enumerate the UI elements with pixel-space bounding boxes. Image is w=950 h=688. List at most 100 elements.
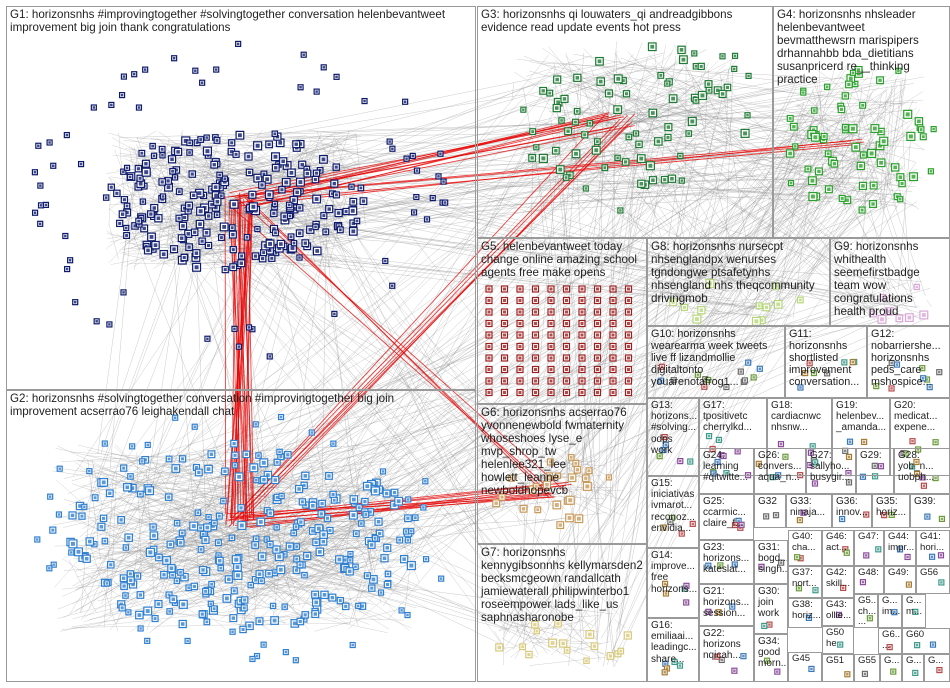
node-icon (257, 572, 262, 576)
edge (610, 82, 725, 112)
node-icon (314, 600, 318, 605)
bridge-edge (225, 204, 251, 525)
node-icon (706, 82, 711, 86)
node-icon (141, 200, 145, 203)
node-icon (214, 68, 218, 71)
node-icon (518, 287, 522, 291)
node-icon (911, 174, 916, 179)
node-icon (897, 69, 900, 73)
edge (240, 163, 585, 498)
node-icon (521, 645, 525, 649)
group-box-g26: G26: convers... aqua_n... (754, 448, 806, 494)
node-icon (240, 254, 244, 258)
node-icon (392, 490, 397, 495)
node-icon (671, 96, 675, 101)
edge (261, 180, 918, 308)
node-icon (904, 452, 907, 455)
node-icon (660, 365, 664, 369)
node-icon (598, 79, 603, 84)
node-icon (262, 251, 266, 255)
edge (893, 108, 921, 153)
edge (793, 67, 847, 156)
node-icon (200, 81, 204, 84)
edge (497, 488, 622, 491)
node-icon (119, 518, 123, 522)
node-icon (568, 498, 573, 503)
node-icon (580, 368, 584, 371)
group-label-g8: G8: horizonsnhs nursecpt nhsenglandpx we… (651, 240, 815, 305)
node-icon (254, 537, 258, 541)
node-icon (327, 207, 331, 211)
node-icon (879, 464, 883, 468)
edge (515, 511, 520, 525)
node-icon (295, 545, 299, 548)
edge (795, 111, 880, 146)
node-icon (294, 142, 298, 146)
node-icon (175, 521, 179, 525)
node-icon (861, 103, 865, 107)
node-icon (110, 103, 113, 107)
node-icon (503, 368, 506, 371)
node-icon (261, 460, 266, 465)
node-icon (739, 370, 743, 373)
node-icon (737, 519, 740, 523)
node-icon (105, 582, 109, 585)
node-icon (545, 482, 549, 487)
node-icon (256, 227, 259, 231)
edge (561, 129, 813, 467)
edge (627, 111, 724, 171)
node-icon (128, 572, 132, 576)
edge (505, 184, 875, 647)
node-icon (887, 309, 892, 314)
node-icon (333, 312, 336, 316)
node-icon (370, 586, 374, 590)
node-icon (541, 156, 546, 161)
node-icon (371, 577, 376, 582)
node-icon (265, 177, 270, 182)
edge (741, 307, 753, 318)
group-label-g49: G49: (888, 567, 909, 578)
node-icon (232, 202, 237, 207)
group-label-g27: G27: sallyho... busygir... (810, 450, 851, 484)
node-icon (648, 163, 653, 168)
bridge-edge (234, 121, 633, 520)
node-icon (608, 654, 613, 658)
group-label-g13: G13: horizons... #solving... odps work (651, 400, 698, 456)
edge (903, 195, 912, 292)
node-icon (624, 92, 629, 96)
edge (591, 88, 740, 129)
node-icon (126, 535, 131, 540)
node-icon (683, 305, 686, 309)
node-icon (580, 287, 584, 291)
node-icon (752, 376, 755, 379)
edge (127, 251, 277, 458)
node-icon (207, 515, 210, 519)
node-icon (192, 193, 196, 197)
node-icon (905, 112, 910, 117)
group-label-g5: G5: helenbevantweet today change online … (481, 240, 637, 279)
node-icon (209, 452, 214, 456)
edge (595, 60, 853, 198)
bridge-edge (231, 204, 236, 524)
edge (828, 166, 923, 179)
node-icon (587, 469, 591, 473)
node-icon (693, 52, 696, 55)
edge (521, 146, 723, 288)
node-icon (239, 523, 244, 528)
node-icon (268, 355, 271, 358)
group-label-g10: G10: horizonsnhs wearearma week tweets l… (651, 328, 768, 389)
node-icon (390, 284, 394, 287)
edge (317, 145, 341, 159)
node-icon (194, 265, 199, 270)
edge (308, 139, 789, 289)
node-icon (663, 178, 667, 182)
node-icon (321, 539, 326, 544)
group-box-g47: G47: (854, 530, 884, 566)
node-icon (338, 599, 342, 603)
edge (235, 183, 806, 233)
edge (156, 243, 254, 458)
node-icon (555, 77, 559, 82)
node-icon (882, 513, 886, 517)
group-label-g31: G31: bogd... singh... (758, 542, 788, 576)
node-icon (596, 299, 599, 302)
